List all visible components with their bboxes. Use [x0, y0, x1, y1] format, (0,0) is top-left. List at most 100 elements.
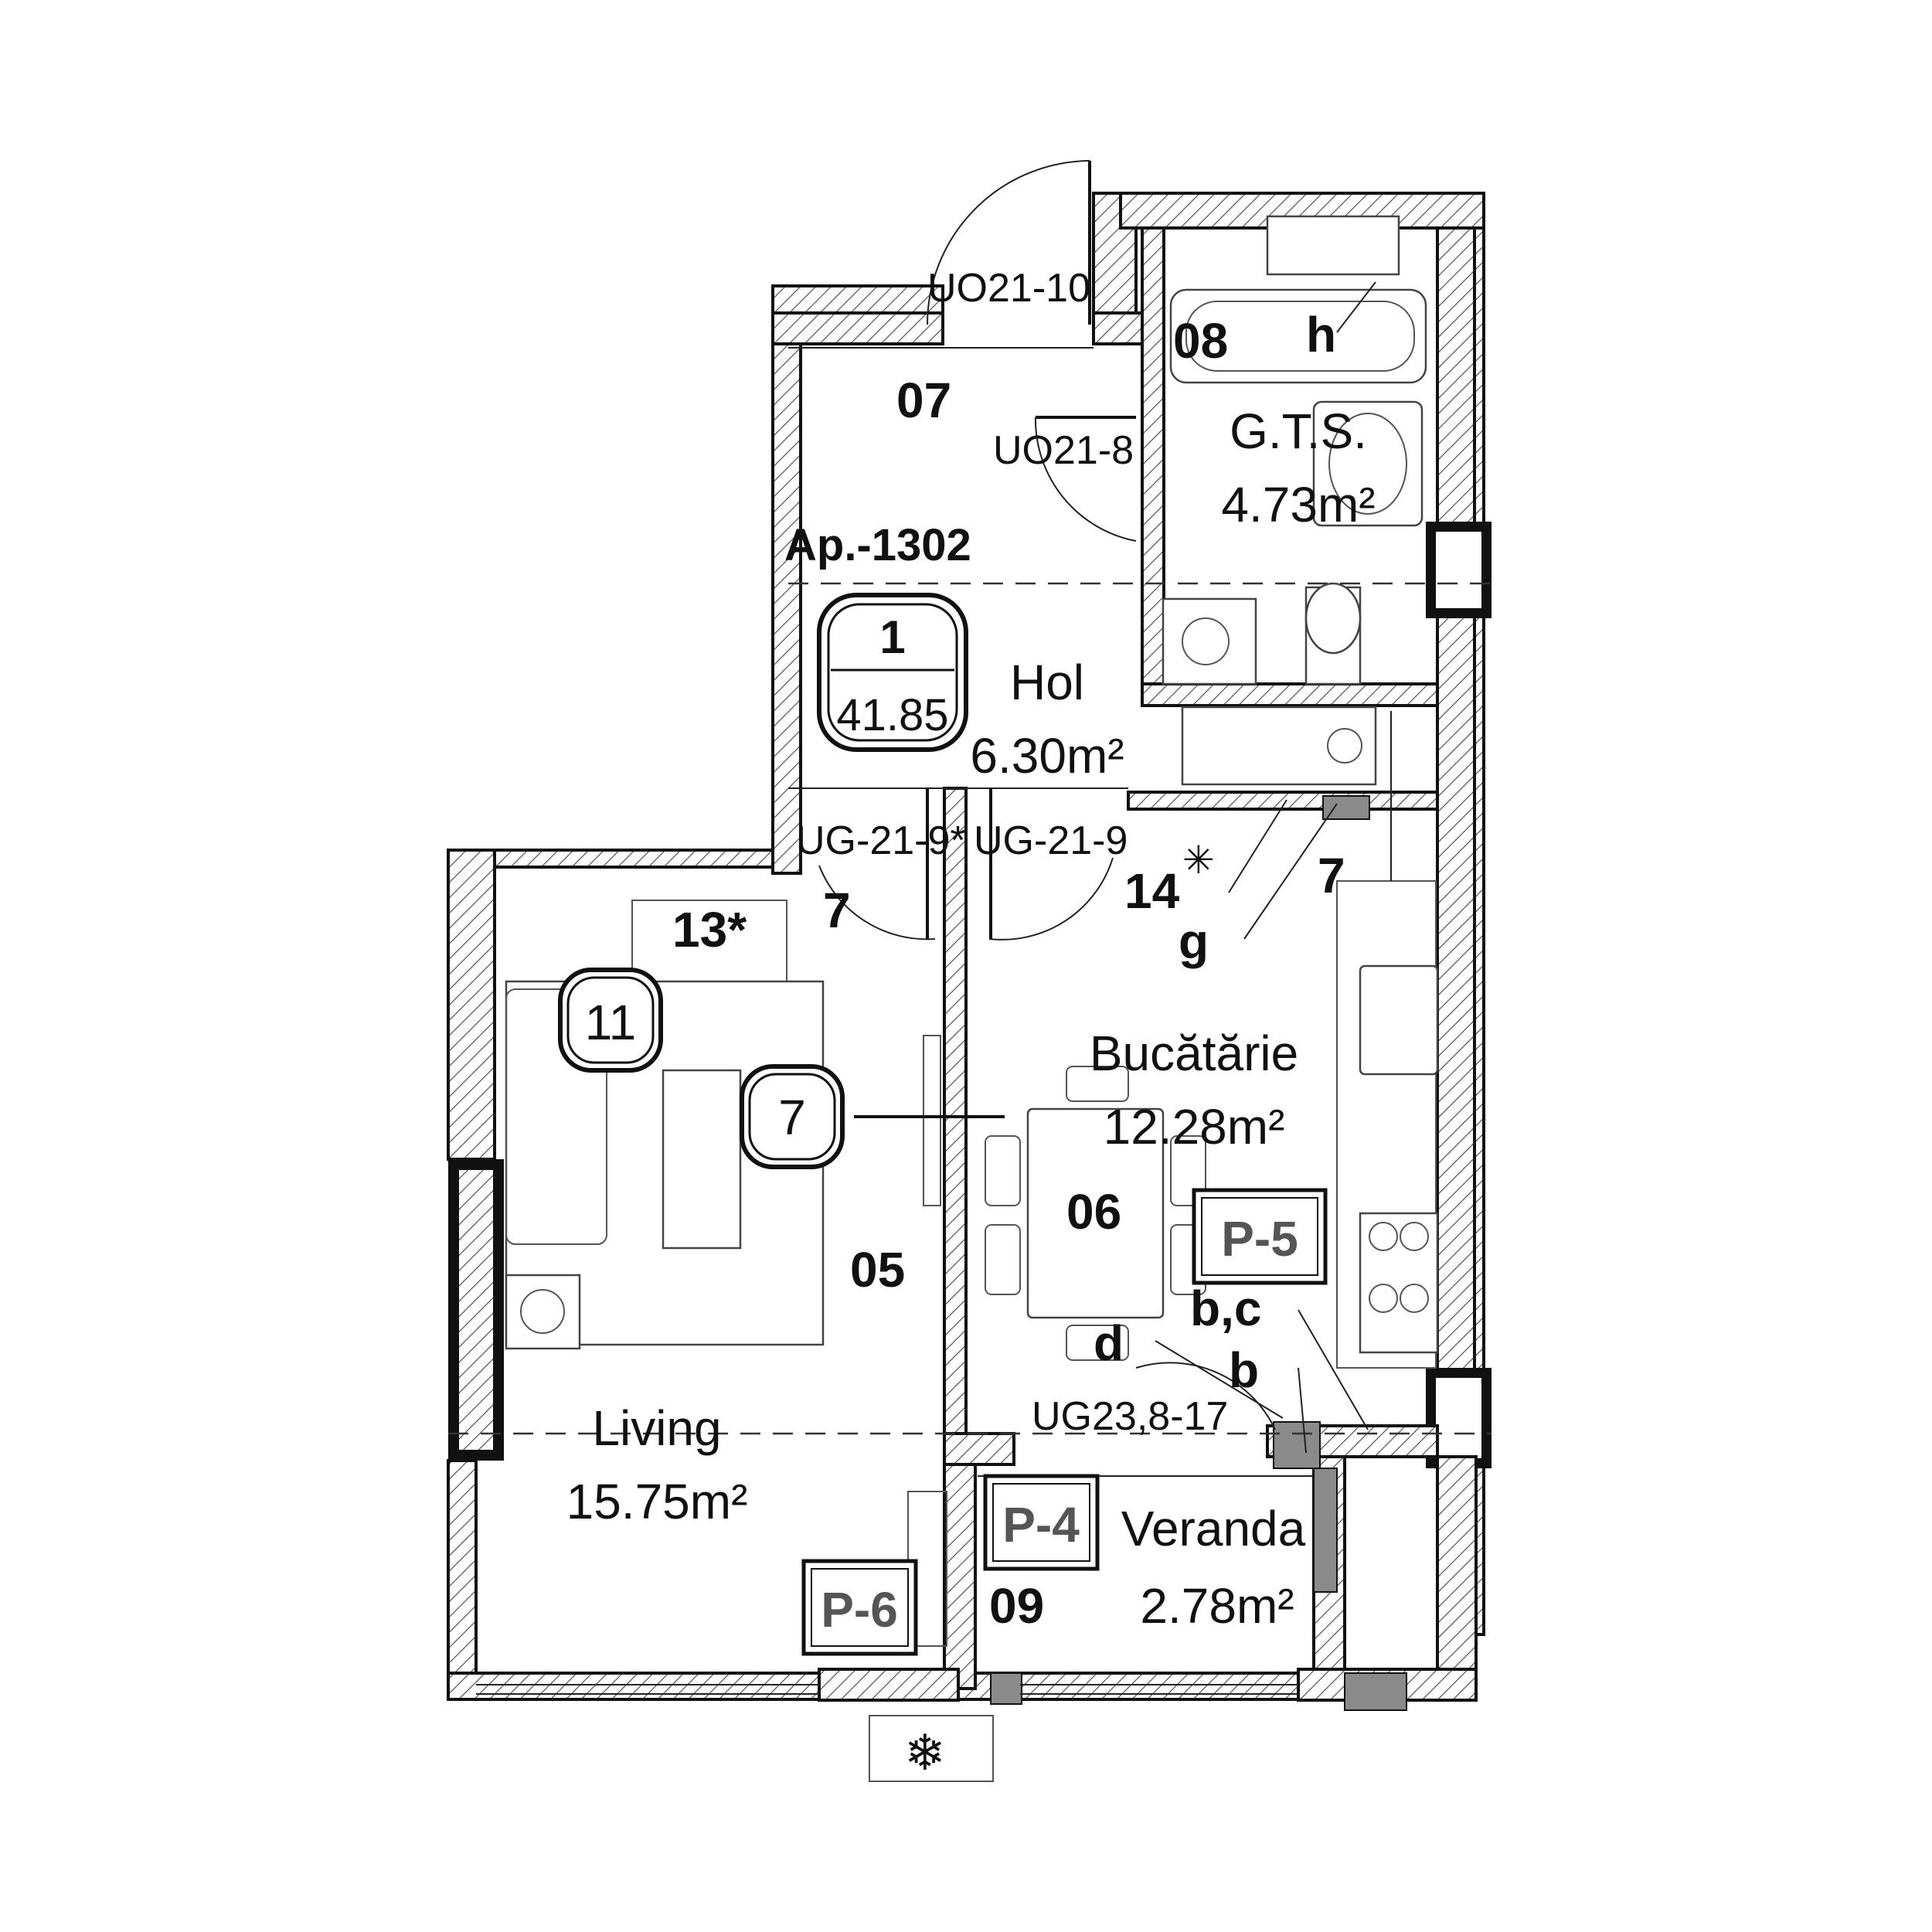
snowflake-icon: ❄: [904, 1725, 946, 1781]
door-living-swing: [818, 865, 936, 940]
shaft-bottom-mid: [990, 1672, 1022, 1705]
dining-table: [1026, 1107, 1165, 1319]
living-area: 15.75m²: [566, 1474, 748, 1529]
door-code-entrance: UO21-10: [927, 266, 1090, 311]
column-living-left-inner: [456, 1167, 496, 1453]
room-number-09: 09: [989, 1578, 1044, 1634]
kitchen-sink: [1359, 964, 1439, 1076]
apartment-room-count: 1: [879, 611, 905, 663]
pier-bottom-mid: [818, 1668, 960, 1702]
sofa: [505, 988, 607, 1245]
marker-circle-11-label: 11: [585, 995, 636, 1050]
wall-living-kitchen: [943, 787, 968, 1435]
wall-living-left-lower: [447, 1459, 478, 1694]
marker-g: g: [1179, 913, 1209, 969]
wall-bath-bottom: [1141, 682, 1445, 707]
door-entrance-swing: [927, 160, 1090, 325]
washing-machine: [1162, 597, 1257, 685]
wall-veranda-top-left: [943, 1432, 1015, 1466]
floor-lamp: [505, 1274, 581, 1350]
panel-p6-label: P-6: [821, 1582, 898, 1638]
living-name: Living: [592, 1400, 721, 1456]
gts-name: G.T.S.: [1230, 403, 1367, 459]
door-kitchen-swing: [988, 857, 1114, 940]
bucatarie-area: 12.28m²: [1104, 1099, 1285, 1155]
tv-unit: [923, 1035, 941, 1206]
circle-markers: 11 7: [558, 968, 845, 1169]
panel-boxes: P-5 P-4 P-6: [801, 1188, 1328, 1656]
room-numbers: 07 08 05 06 09: [850, 313, 1228, 1634]
chair: [1066, 1066, 1129, 1102]
door-code-living: UG-21-9*: [796, 818, 966, 863]
shaft-bottom-right: [1344, 1672, 1407, 1711]
door-bath-swing: [1034, 417, 1137, 542]
door-veranda-swing: [1135, 1362, 1276, 1430]
marker-circle-11: [558, 968, 663, 1073]
marker-circle-7: [740, 1064, 845, 1169]
section-lines: [448, 582, 1499, 1435]
hol-name: Hol: [1010, 655, 1084, 710]
panel-p5-label: P-5: [1221, 1211, 1298, 1267]
installation-markers: 13* 7 14 7 h g d b,c b ✳: [672, 281, 1392, 1454]
room-number-06: 06: [1066, 1184, 1121, 1240]
bathtub: [1169, 288, 1427, 384]
marker-7-living: 7: [823, 883, 851, 938]
marker-d: d: [1094, 1315, 1124, 1371]
marker-circle-7-label: 7: [778, 1090, 806, 1145]
door-codes: UO21-10 UO21-8 UG-21-9* UG-21-9 UG23,8-1…: [796, 266, 1228, 1439]
gts-area: 4.73m²: [1221, 477, 1375, 532]
marker-14: 14: [1124, 863, 1180, 919]
column-right-upper-inner: [1436, 532, 1481, 608]
wall-hall-top: [771, 311, 944, 345]
marker-b: b: [1229, 1342, 1259, 1398]
cooktop: [1359, 1212, 1439, 1354]
shaft-veranda-pipe: [1313, 1468, 1338, 1593]
kitchen-counter: [1336, 880, 1437, 1369]
kitchen-fixtures: [985, 880, 1439, 1369]
coffee-table: [662, 1069, 742, 1250]
wall-shaft-right: [1436, 1455, 1478, 1698]
room-number-08: 08: [1173, 313, 1228, 369]
panel-p5: [1192, 1188, 1328, 1285]
apartment-tag: 1 41.85 Ap.-1302: [784, 520, 971, 752]
wall-veranda-left: [943, 1432, 977, 1690]
apartment-total-area: 41.85: [836, 690, 948, 740]
door-code-bath: UO21-8: [993, 428, 1134, 473]
apartment-badge: [817, 593, 968, 752]
panel-p4: [983, 1474, 1100, 1571]
door-code-kitchen: UG-21-9: [974, 818, 1128, 863]
bathroom-fixtures: [1162, 215, 1427, 786]
ac-unit: ❄: [869, 1715, 994, 1782]
chair: [985, 1135, 1021, 1206]
hol-area: 6.30m²: [970, 728, 1124, 784]
walls: [447, 192, 1492, 1711]
veranda-name: Veranda: [1121, 1501, 1306, 1556]
chair: [1170, 1135, 1206, 1206]
bucatarie-name: Bucătărie: [1090, 1026, 1298, 1081]
wall-living-left-upper: [447, 849, 496, 1161]
column-right-lower-inner: [1436, 1378, 1481, 1458]
veranda-area: 2.78m²: [1140, 1578, 1294, 1634]
room-number-07: 07: [896, 372, 951, 428]
shaft-veranda: [1273, 1421, 1321, 1469]
room-labels: Hol 6.30m² G.T.S. 4.73m² Bucătărie 12.28…: [566, 403, 1376, 1634]
wall-right-exterior: [1436, 226, 1476, 1373]
panel-p4-label: P-4: [1002, 1497, 1080, 1553]
marker-h: h: [1306, 307, 1336, 362]
boiler: [1266, 215, 1400, 276]
room-number-05: 05: [850, 1242, 905, 1298]
chair: [1066, 1325, 1129, 1361]
apartment-code: Ap.-1302: [784, 520, 971, 570]
chair: [985, 1224, 1021, 1295]
panel-p6: [801, 1559, 918, 1656]
ac-outdoor-unit: [869, 1715, 994, 1782]
shaft-kitchen-top: [1322, 795, 1370, 820]
wall-bath-left: [1141, 226, 1165, 693]
washbasin: [1312, 400, 1423, 527]
doors: [818, 160, 1276, 1430]
marker-7-kitchen: 7: [1318, 848, 1345, 903]
marker-13: 13*: [672, 902, 747, 957]
fan-icon: ✳: [1182, 838, 1215, 882]
marker-bc: b,c: [1190, 1281, 1261, 1336]
